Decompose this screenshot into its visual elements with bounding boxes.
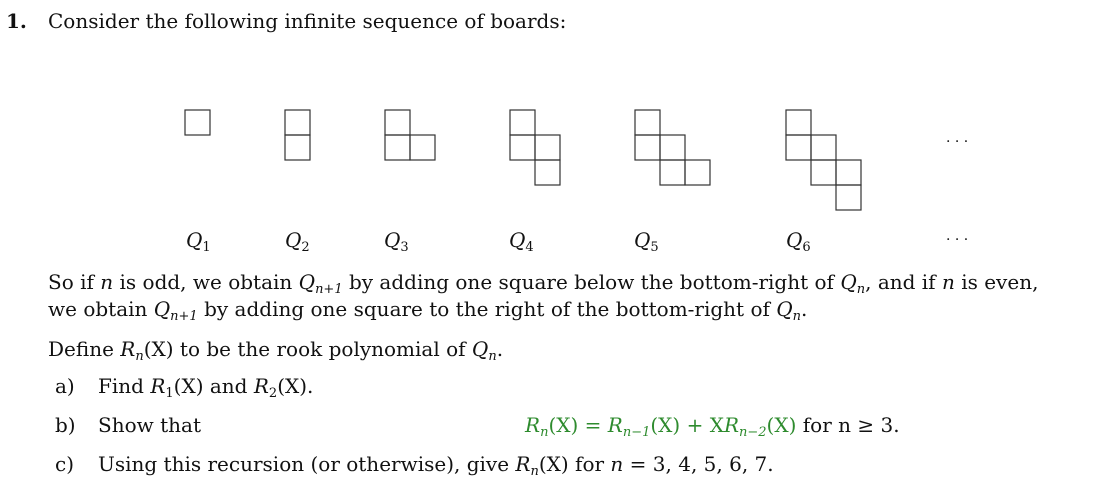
problem-number: 1.: [6, 9, 27, 33]
board-q6-cell-2: [785, 134, 812, 161]
board-q4-cell-4: [534, 159, 561, 186]
board-q5-cell-3: [659, 134, 686, 161]
board-label-q4: Q4: [509, 228, 534, 255]
item-b-label: b): [55, 413, 76, 437]
paragraph-definition: Define Rn(X) to be the rook polynomial o…: [48, 337, 504, 364]
board-label-q5: Q5: [634, 228, 659, 255]
ellipsis-top: · · ·: [946, 134, 969, 150]
board-q4-cell-3: [534, 134, 561, 161]
board-q3-cell-2: [384, 134, 411, 161]
board-q5-cell-2: [634, 134, 661, 161]
item-a-label: a): [55, 374, 75, 398]
board-q6-cell-6: [835, 184, 862, 211]
board-label-q6: Q6: [786, 228, 811, 255]
board-q1-cell-1: [184, 109, 211, 136]
board-q6-cell-4: [810, 159, 837, 186]
paragraph-even-rule: we obtain Qn+1 by adding one square to t…: [48, 297, 808, 324]
board-q2-cell-1: [284, 109, 311, 136]
boards-figure: [184, 109, 862, 211]
board-q2-cell-2: [284, 134, 311, 161]
board-q5-cell-4: [659, 159, 686, 186]
board-q3-cell-3: [409, 134, 436, 161]
board-label-q2: Q2: [285, 228, 310, 255]
board-q5-cell-5: [684, 159, 711, 186]
board-q6-cell-1: [785, 109, 812, 136]
board-q6-cell-5: [835, 159, 862, 186]
board-q6-cell-3: [810, 134, 837, 161]
board-label-q3: Q3: [384, 228, 409, 255]
board-q5-cell-1: [634, 109, 661, 136]
paragraph-odd-even: So if n is odd, we obtain Qn+1 by adding…: [48, 270, 1039, 297]
board-label-q1: Q1: [186, 228, 211, 255]
ellipsis-labels: · · ·: [946, 232, 969, 248]
item-c-label: c): [55, 452, 75, 476]
board-q4-cell-1: [509, 109, 536, 136]
board-q3-cell-1: [384, 109, 411, 136]
item-b-text: Show that: [98, 413, 201, 437]
item-a-text: Find R1(X) and R2(X).: [98, 374, 314, 401]
problem-intro: Consider the following infinite sequence…: [48, 9, 567, 33]
recursion-equation: Rn(X) = Rn−1(X) + XRn−2(X) for n ≥ 3.: [525, 413, 900, 440]
item-c-text: Using this recursion (or otherwise), giv…: [98, 452, 774, 479]
board-q4-cell-2: [509, 134, 536, 161]
